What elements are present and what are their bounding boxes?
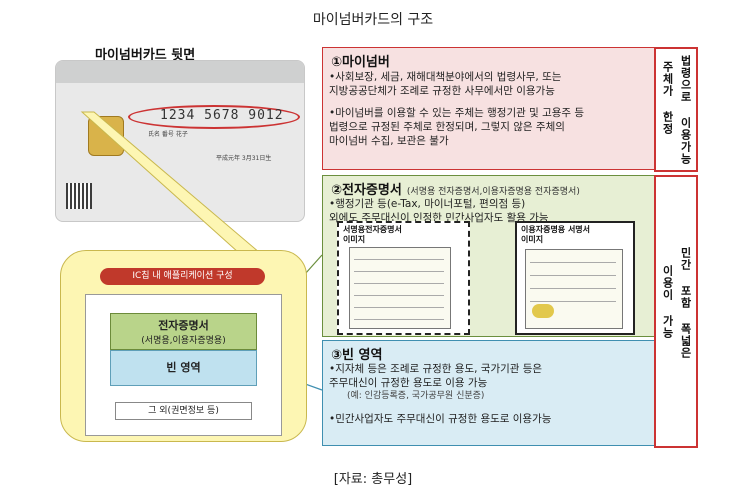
section1-line: 법령으로 규정된 주체로 한정되며, 그렇지 않은 주체의	[329, 121, 565, 133]
section1-line: 지방공공단체가 조례로 규정한 사무에서만 이용가능	[329, 85, 555, 97]
section3-line3: •민간사업자도 주무대신이 규정한 용도로 이용가능	[329, 413, 552, 425]
sign-cert-mini-card	[349, 247, 451, 329]
side-label-restricted: 법령으로 이용가능 주체가 한정	[654, 47, 698, 172]
app-box-cert: 전자증명서 (서명용,이용자증명용)	[110, 313, 257, 350]
app-cert-sub: (서명용,이용자증명용)	[141, 336, 226, 346]
section2-subtitle: (서명용 전자증명서,이용자증명용 전자증명서)	[406, 187, 580, 197]
card-number: 1234 5678 9012	[160, 108, 284, 123]
section1-line: 마이넘버 수집, 보관은 불가	[329, 135, 449, 147]
page-title: 마이넘버카드의 구조	[312, 12, 434, 28]
section1-line: •사회보장, 세금, 재해대책분야에서의 법령사무, 또는	[329, 71, 562, 83]
user-cert-mini-card	[525, 249, 623, 329]
app-box-other: 그 외(권면정보 등)	[115, 402, 252, 420]
side-label-broad: 민간 포함 폭넓은 이용이 가능	[654, 175, 698, 448]
card-date-line: 平成元年 3月31日生	[216, 155, 272, 162]
section1-title: ①마이넘버	[331, 55, 390, 70]
sign-cert-image: 서명용전자증명서 이미지	[337, 221, 470, 335]
section3-title: ③빈 영역	[331, 348, 383, 363]
card-top-strip	[56, 61, 304, 83]
key-icon	[532, 304, 554, 318]
user-cert-image: 이용자증명용 서명서 이미지	[515, 221, 635, 335]
app-box-empty: 빈 영역	[110, 350, 257, 386]
qr-code-icon	[66, 183, 92, 209]
section-mynumber: ①마이넘버 •사회보장, 세금, 재해대책분야에서의 법령사무, 또는 지방공공…	[322, 47, 655, 170]
section-empty-area: ③빈 영역 •지자체 등은 조례로 규정한 용도, 국가기관 등은 주무대신이 …	[322, 340, 655, 446]
side-top-b: 주체가 한정	[661, 61, 674, 135]
side-top-a: 법령으로 이용가능	[679, 55, 692, 165]
card-name-line: 氏名 番号 花子	[148, 131, 188, 138]
section2-title: ②전자증명서	[331, 183, 402, 198]
app-cert-title: 전자증명서	[158, 319, 209, 332]
sign-cert-caption: 서명용전자증명서 이미지	[343, 225, 402, 244]
user-cert-caption: 이용자증명용 서명서 이미지	[521, 225, 591, 244]
number-highlight-ellipse	[128, 105, 300, 129]
ic-chip-header: IC칩 내 애플리케이션 구성	[100, 268, 265, 285]
section3-line2: 주무대신이 규정한 용도로 이용 가능	[329, 377, 488, 389]
section3-line1: •지자체 등은 조례로 규정한 용도, 국가기관 등은	[329, 363, 543, 375]
section2-line1: •행정기관 등(e-Tax, 마이너포털, 편의점 등)	[329, 198, 526, 210]
side-bottom-b: 이용이 가능	[661, 265, 674, 339]
section3-example: (예: 인감등록증, 국가공무원 신분증)	[347, 391, 485, 401]
side-bottom-a: 민간 포함 폭넓은	[679, 247, 692, 359]
section1-line: •마이넘버를 이용할 수 있는 주체는 행정기관 및 고용주 등	[329, 107, 585, 119]
card-label: 마이넘버카드 뒷면	[95, 48, 196, 63]
source-caption: [자료: 총무성]	[333, 472, 413, 487]
